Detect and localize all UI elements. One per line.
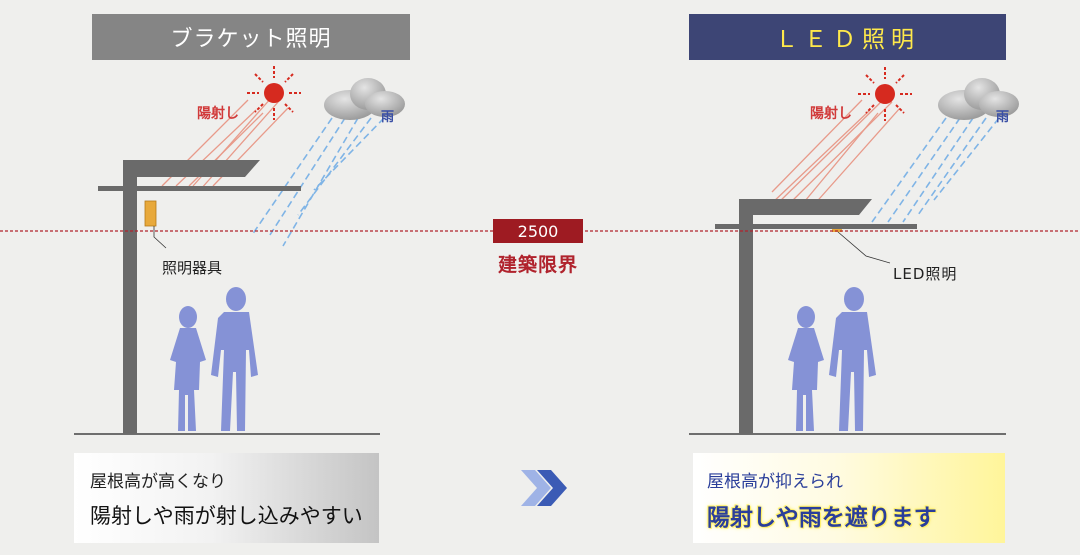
pole bbox=[739, 199, 753, 434]
canopy-roof bbox=[739, 199, 872, 215]
left-fixture-label: 照明器具 bbox=[162, 259, 223, 277]
fixture-leader bbox=[153, 226, 167, 249]
right-panel-scene bbox=[689, 67, 1019, 435]
right-fixture-label: LED照明 bbox=[893, 265, 958, 283]
canopy-beam bbox=[98, 186, 301, 191]
left-sun-label: 陽射し bbox=[197, 106, 239, 122]
sun-rays bbox=[769, 97, 901, 208]
pole bbox=[123, 160, 137, 434]
canopy-roof bbox=[123, 160, 260, 177]
height-value-badge: 2500 bbox=[493, 219, 583, 243]
right-caption-line2: 陽射しや雨を遮ります bbox=[707, 505, 937, 531]
canopy-beam bbox=[715, 224, 917, 229]
cloud-icon bbox=[324, 78, 405, 120]
right-header: ＬＥＤ照明 bbox=[689, 14, 1006, 60]
rain-lines bbox=[251, 117, 385, 247]
left-panel-scene bbox=[74, 66, 405, 435]
sun-icon bbox=[247, 66, 301, 120]
right-caption: 屋根高が抑えられ 陽射しや雨を遮ります bbox=[693, 453, 1005, 543]
sun-icon bbox=[858, 67, 912, 121]
people-silhouette-icon bbox=[788, 287, 876, 431]
left-caption: 屋根高が高くなり 陽射しや雨が射し込みやすい bbox=[74, 453, 379, 543]
left-rain-label: 雨 bbox=[381, 110, 395, 125]
right-caption-line1: 屋根高が抑えられ bbox=[707, 472, 843, 492]
fixture-leader bbox=[837, 231, 891, 264]
double-chevron-right-icon bbox=[521, 470, 567, 506]
cloud-icon bbox=[938, 78, 1019, 120]
left-header: ブラケット照明 bbox=[92, 14, 410, 60]
left-caption-line2: 陽射しや雨が射し込みやすい bbox=[90, 504, 363, 528]
bracket-fixture bbox=[144, 200, 157, 227]
building-limit-label: 建築限界 bbox=[497, 254, 578, 276]
right-sun-label: 陽射し bbox=[810, 106, 852, 122]
people-silhouette-icon bbox=[170, 287, 258, 431]
right-rain-label: 雨 bbox=[996, 110, 1010, 125]
left-caption-line1: 屋根高が高くなり bbox=[90, 472, 226, 492]
rain-lines bbox=[871, 117, 1000, 223]
